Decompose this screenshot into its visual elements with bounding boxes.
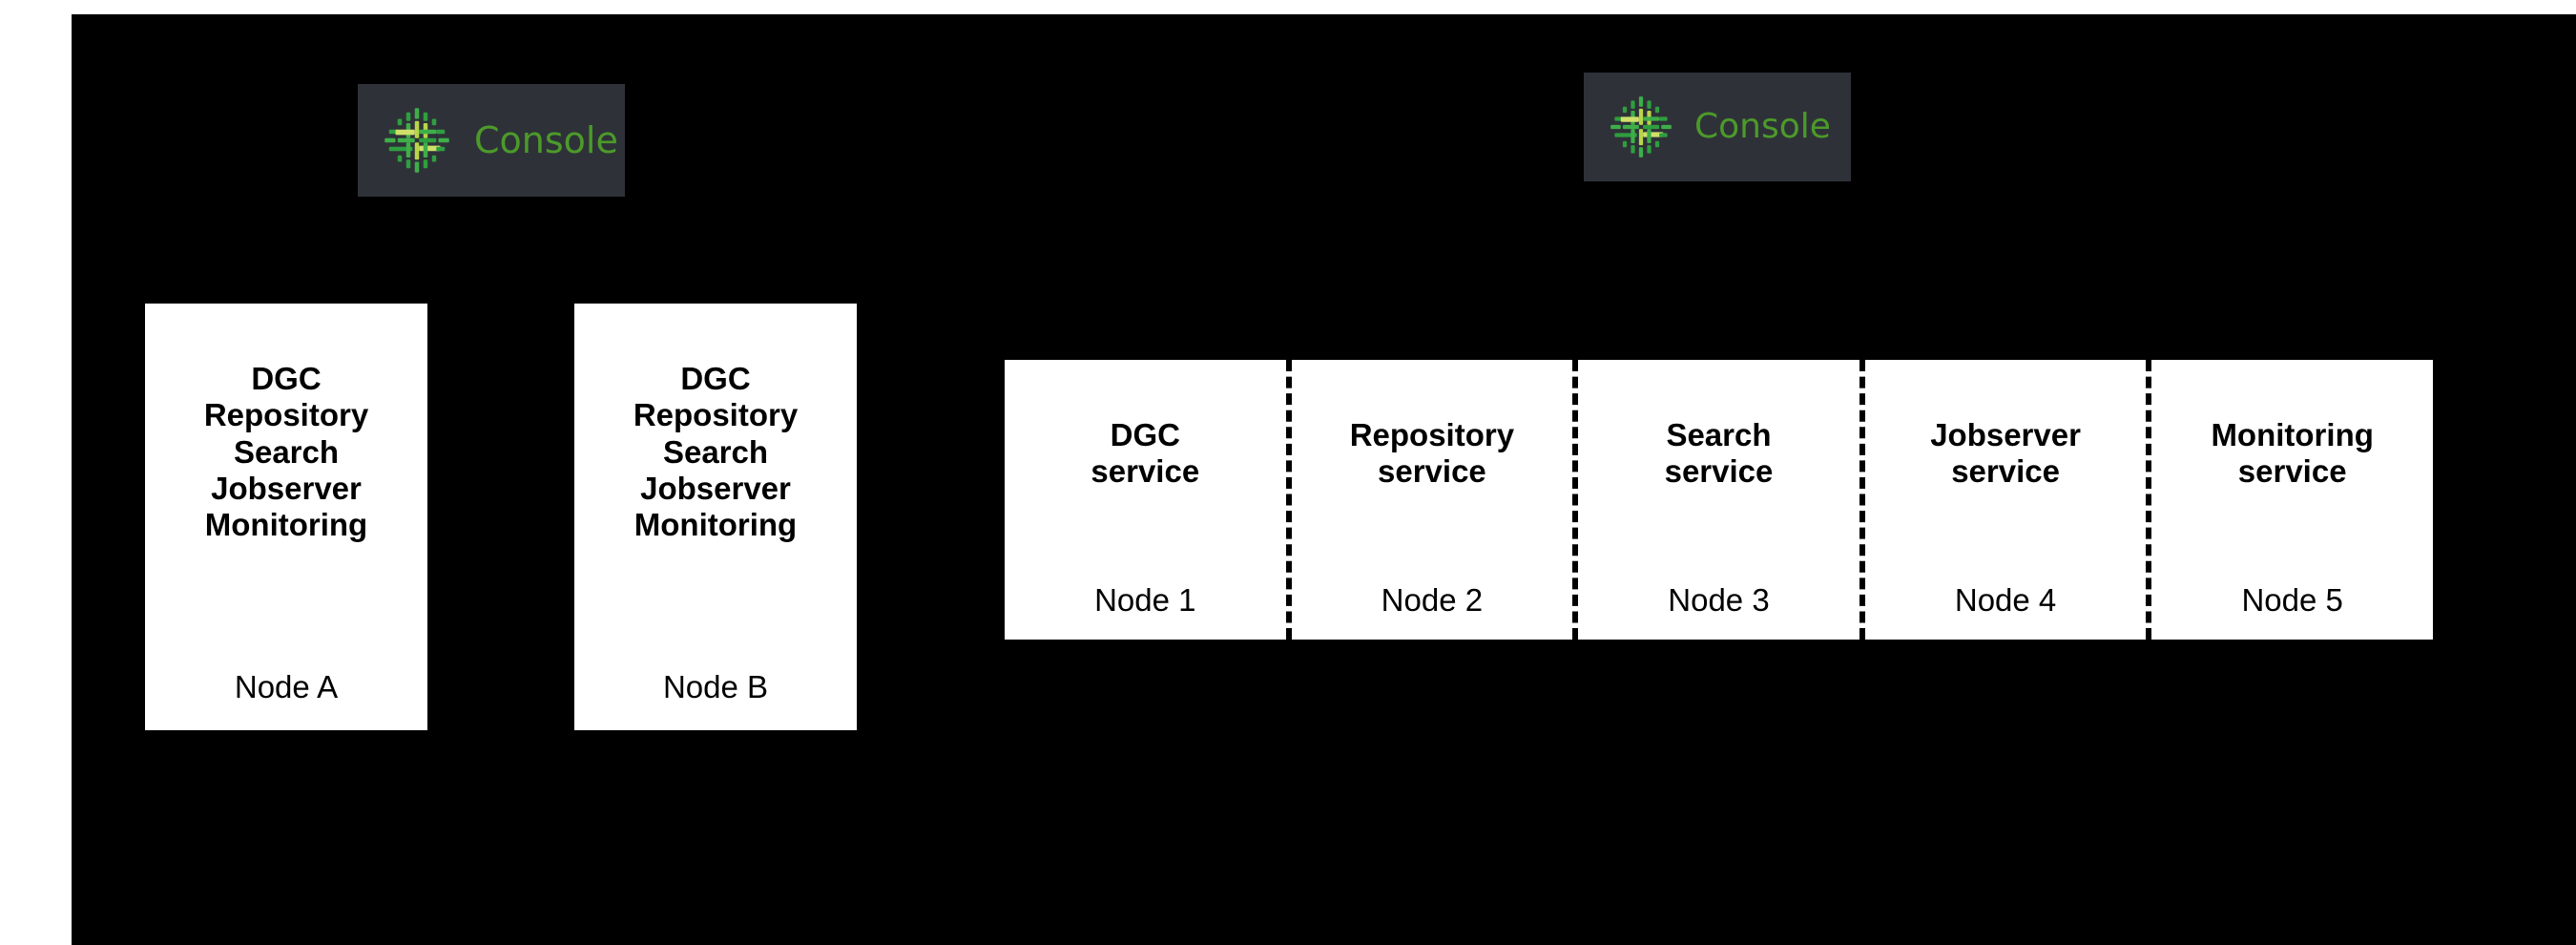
service-name-line1: Jobserver [1930,417,2081,452]
cluster-node-4-name: Node 4 [1954,582,2057,618]
console-badge-b[interactable]: Console [1584,73,1851,181]
cluster-node-1-name: Node 1 [1094,582,1196,618]
service-item: DGC [251,361,322,396]
console-badge-b-label: Console [1694,107,1831,146]
service-name-line2: service [1951,453,2060,490]
service-item: Monitoring [634,507,798,543]
service-item: Search [233,433,340,470]
service-name-line2: service [2237,453,2347,490]
cluster-cell-node-2[interactable]: Repository service Node 2 [1285,360,1573,640]
console-badge-a-connector [482,197,491,204]
cluster-node-3-name: Node 3 [1668,582,1770,618]
node-b-name: Node B [662,669,769,704]
cluster-cell-node-3[interactable]: Search service Node 3 [1572,360,1859,640]
node-a-service-list: DGC Repository Search Jobserver Monitori… [204,361,368,543]
cluster-cell-node-4[interactable]: Jobserver service Node 4 [1859,360,2147,640]
node-card-b[interactable]: DGC Repository Search Jobserver Monitori… [574,304,857,730]
cluster-node-5-name: Node 5 [2241,582,2343,618]
service-item: Monitoring [204,507,368,543]
cluster-cell-node-5[interactable]: Monitoring service Node 5 [2146,360,2433,640]
node-b-service-list: DGC Repository Search Jobserver Monitori… [634,361,798,543]
console-circuit-icon [1609,94,1673,159]
service-item: Repository [633,397,799,433]
console-badge-b-connector [1708,181,1717,189]
console-badge-a[interactable]: Console [358,84,625,197]
service-name-line1: Repository [1349,417,1515,452]
service-name-line2: service [1091,453,1200,490]
service-name-line2: service [1664,453,1774,490]
service-name-line1: Monitoring [2211,417,2374,452]
cluster-node-2-name: Node 2 [1381,582,1484,618]
service-item: Jobserver [640,470,791,506]
node-a-name: Node A [234,669,339,704]
service-item: Repository [203,397,369,433]
node-card-a[interactable]: DGC Repository Search Jobserver Monitori… [145,304,427,730]
service-item: Search [662,433,769,470]
cluster-cell-node-1[interactable]: DGC service Node 1 [1005,360,1286,640]
service-name-line2: service [1378,453,1486,490]
console-circuit-icon [383,106,451,175]
service-name-line1: DGC [1110,417,1180,452]
service-item: DGC [680,361,751,396]
service-item: Jobserver [211,470,362,506]
console-badge-a-label: Console [474,119,618,161]
cluster-panel: DGC service Node 1 Repository service No… [1005,360,2433,640]
service-name-line1: Search [1666,417,1772,452]
